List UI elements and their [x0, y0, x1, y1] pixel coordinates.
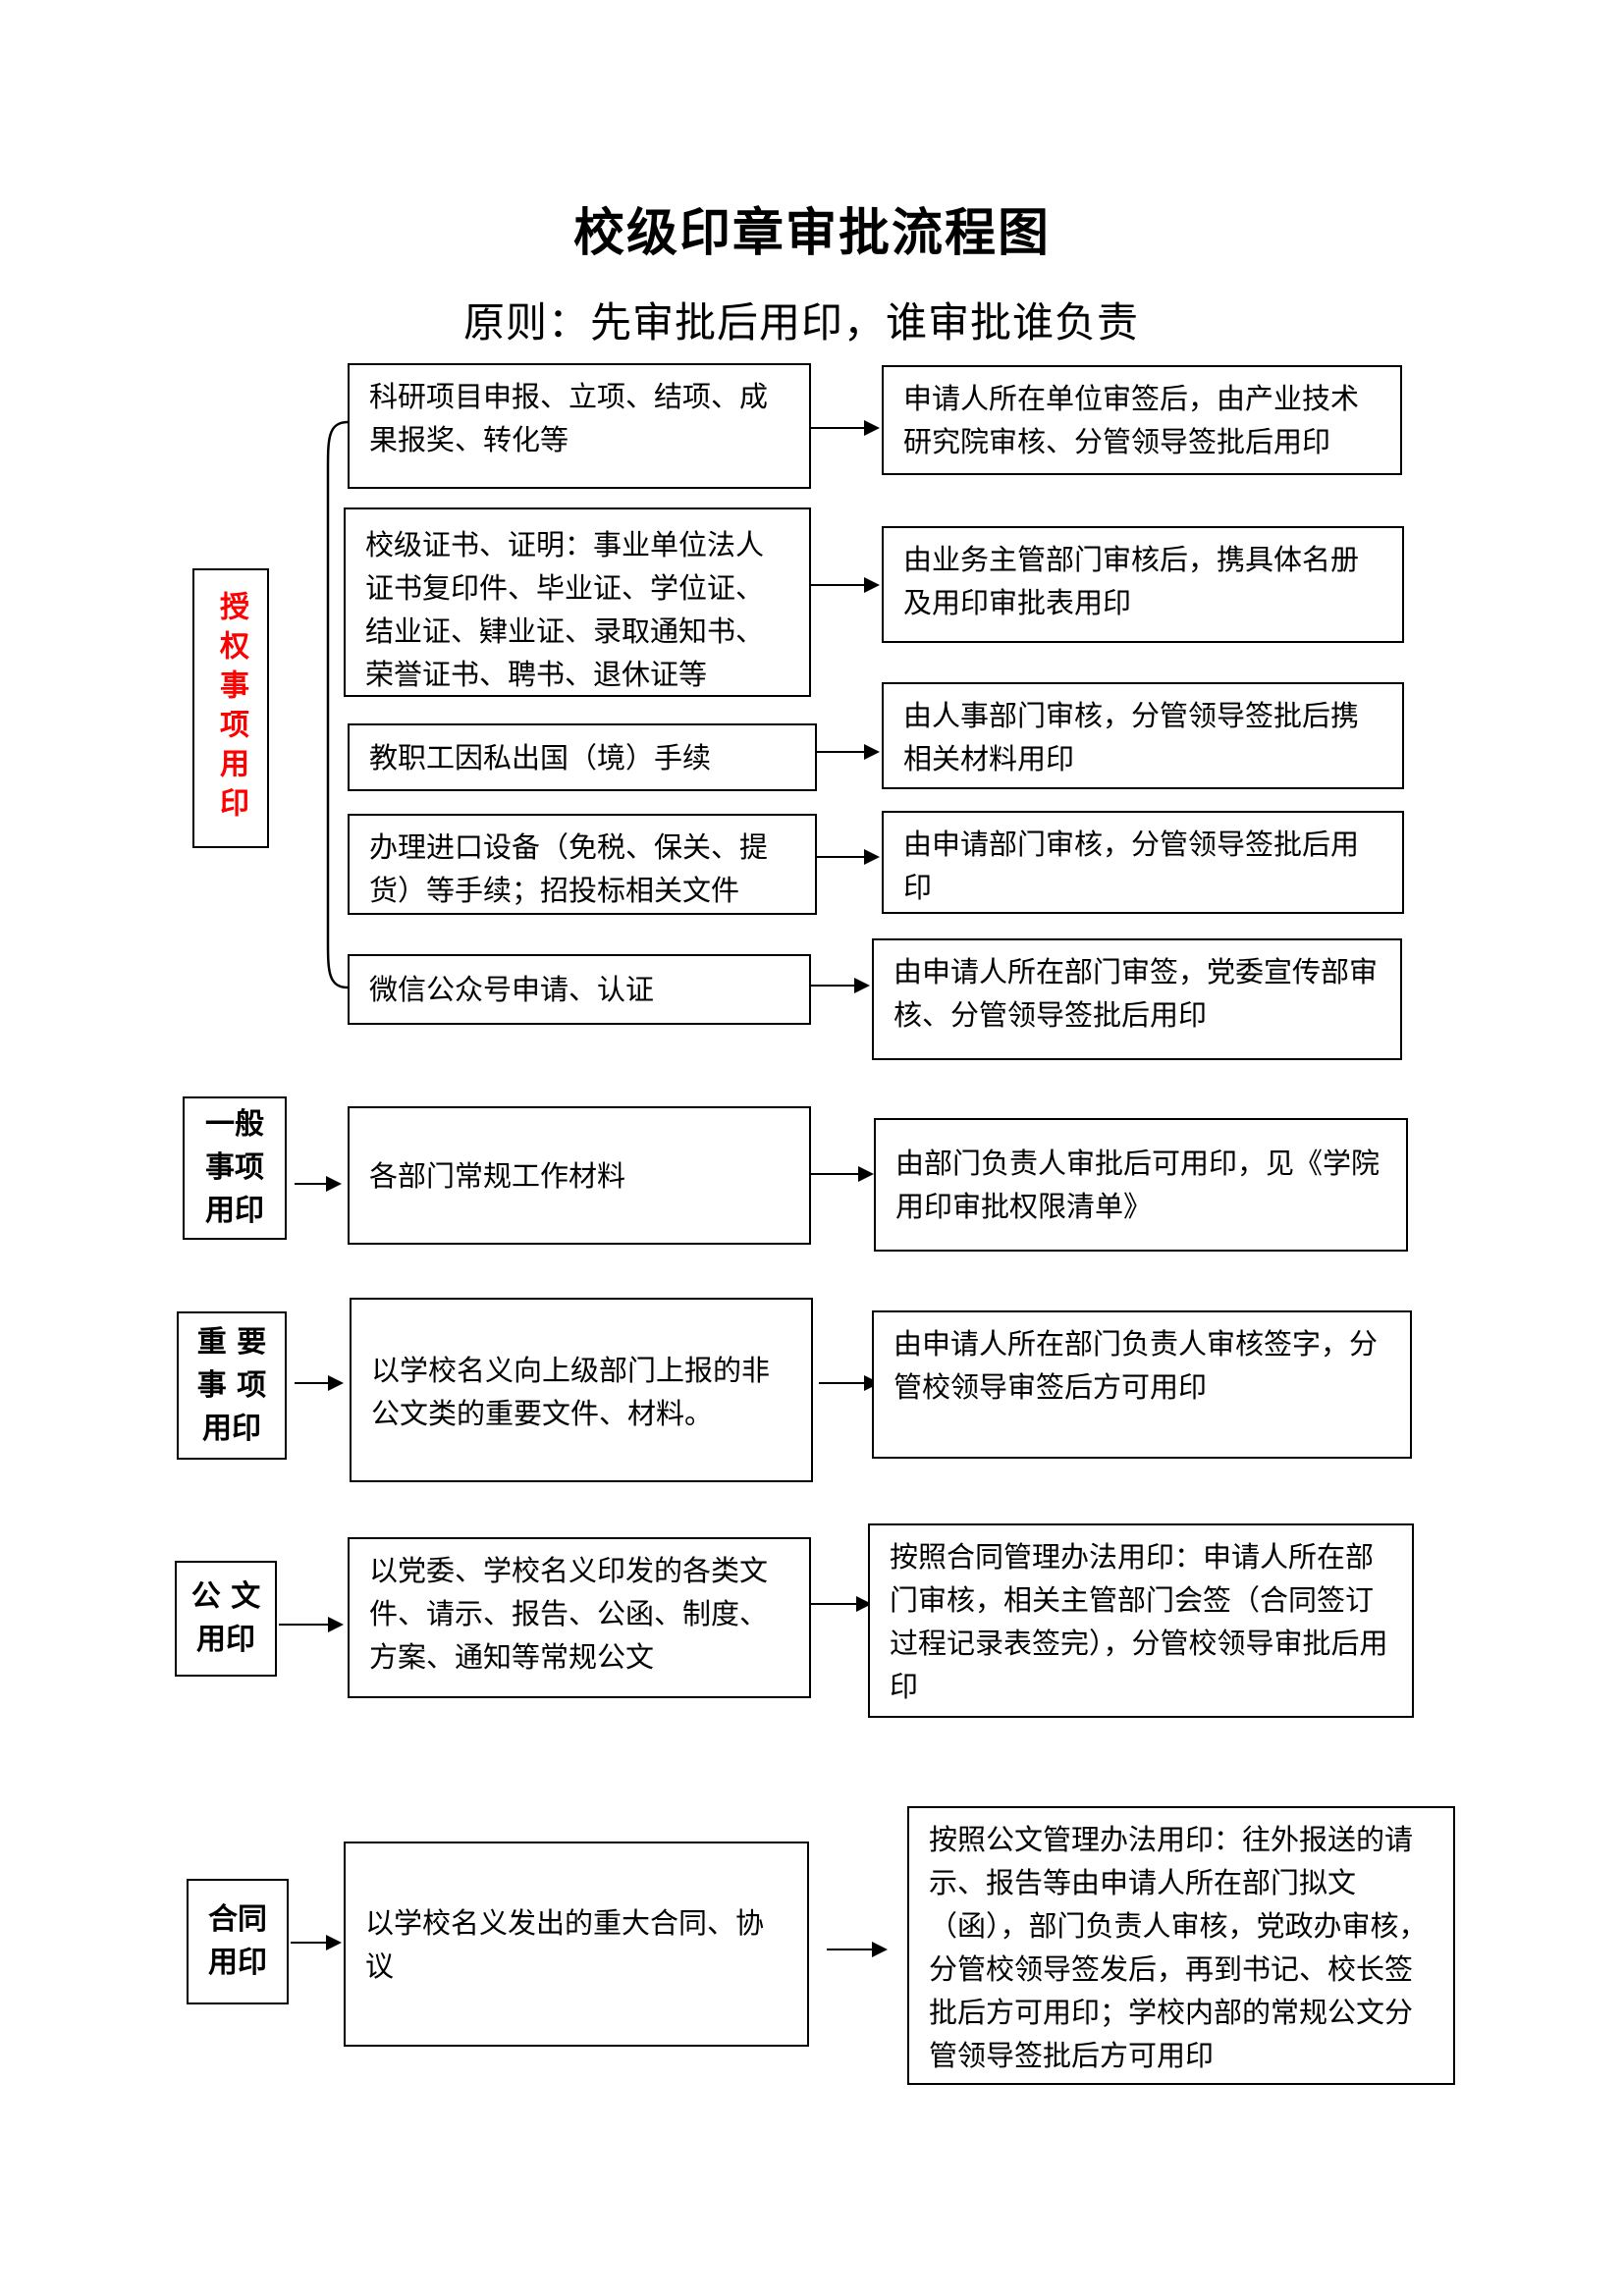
arrow-contract	[827, 1942, 888, 1957]
authorized-approval-4: 由申请部门审核，分管领导签批后用印	[882, 811, 1404, 914]
authorized-item-4: 办理进口设备（免税、保关、提货）等手续；招投标相关文件	[348, 814, 817, 915]
arrow-authorized-3	[817, 744, 880, 760]
authorized-item-5: 微信公众号申请、认证	[348, 954, 811, 1025]
authorized-approval-2: 由业务主管部门审核后，携具体名册及用印审批表用印	[882, 526, 1404, 643]
arrow-important	[819, 1375, 880, 1391]
official-doc-approval: 按照合同管理办法用印：申请人所在部门审核，相关主管部门会签（合同签订过程记录表签…	[868, 1523, 1414, 1718]
authorized-item-2: 校级证书、证明：事业单位法人证书复印件、毕业证、学位证、结业证、肄业证、录取通知…	[344, 507, 811, 697]
official-doc-item: 以党委、学校名义印发的各类文件、请示、报告、公函、制度、方案、通知等常规公文	[348, 1537, 811, 1698]
authorized-item-3: 教职工因私出国（境）手续	[348, 723, 817, 791]
authorized-item-1: 科研项目申报、立项、结项、成果报奖、转化等	[348, 363, 811, 489]
important-item: 以学校名义向上级部门上报的非公文类的重要文件、材料。	[350, 1298, 813, 1482]
arrow-official-doc-label	[279, 1617, 344, 1632]
arrow-authorized-5	[811, 978, 870, 993]
arrow-general-label	[295, 1176, 342, 1192]
arrow-contract-label	[291, 1935, 342, 1950]
general-label: 一般 事项 用印	[183, 1096, 287, 1240]
authorized-approval-3: 由人事部门审核，分管领导签批后携相关材料用印	[882, 682, 1404, 789]
authorized-label: 授权事项用印	[192, 568, 269, 848]
authorized-brace	[326, 420, 349, 989]
authorized-label-text: 授权事项用印	[214, 590, 248, 827]
arrow-authorized-1	[811, 420, 880, 436]
general-item: 各部门常规工作材料	[348, 1106, 811, 1245]
arrow-authorized-2	[811, 577, 880, 593]
contract-label: 合同 用印	[187, 1879, 289, 2004]
general-approval: 由部门负责人审批后可用印，见《学院用印审批权限清单》	[874, 1118, 1408, 1252]
arrow-general	[811, 1166, 874, 1182]
page-title: 校级印章审批流程图	[572, 203, 1051, 263]
principle-subtitle: 原则：先审批后用印，谁审批谁负责	[463, 298, 1140, 347]
contract-approval: 按照公文管理办法用印：往外报送的请示、报告等由申请人所在部门拟文（函），部门负责…	[907, 1806, 1455, 2085]
arrow-important-label	[295, 1375, 344, 1391]
authorized-approval-1: 申请人所在单位审签后，由产业技术研究院审核、分管领导签批后用印	[882, 365, 1402, 475]
authorized-approval-5: 由申请人所在部门审签，党委宣传部审核、分管领导签批后用印	[872, 938, 1402, 1060]
arrow-official-doc	[811, 1596, 872, 1612]
arrow-authorized-4	[817, 849, 880, 865]
contract-item: 以学校名义发出的重大合同、协议	[344, 1842, 809, 2047]
official-doc-label: 公 文 用印	[175, 1561, 277, 1677]
important-approval: 由申请人所在部门负责人审核签字，分管校领导审签后方可用印	[872, 1310, 1412, 1459]
important-label: 重 要 事 项 用印	[177, 1311, 287, 1460]
